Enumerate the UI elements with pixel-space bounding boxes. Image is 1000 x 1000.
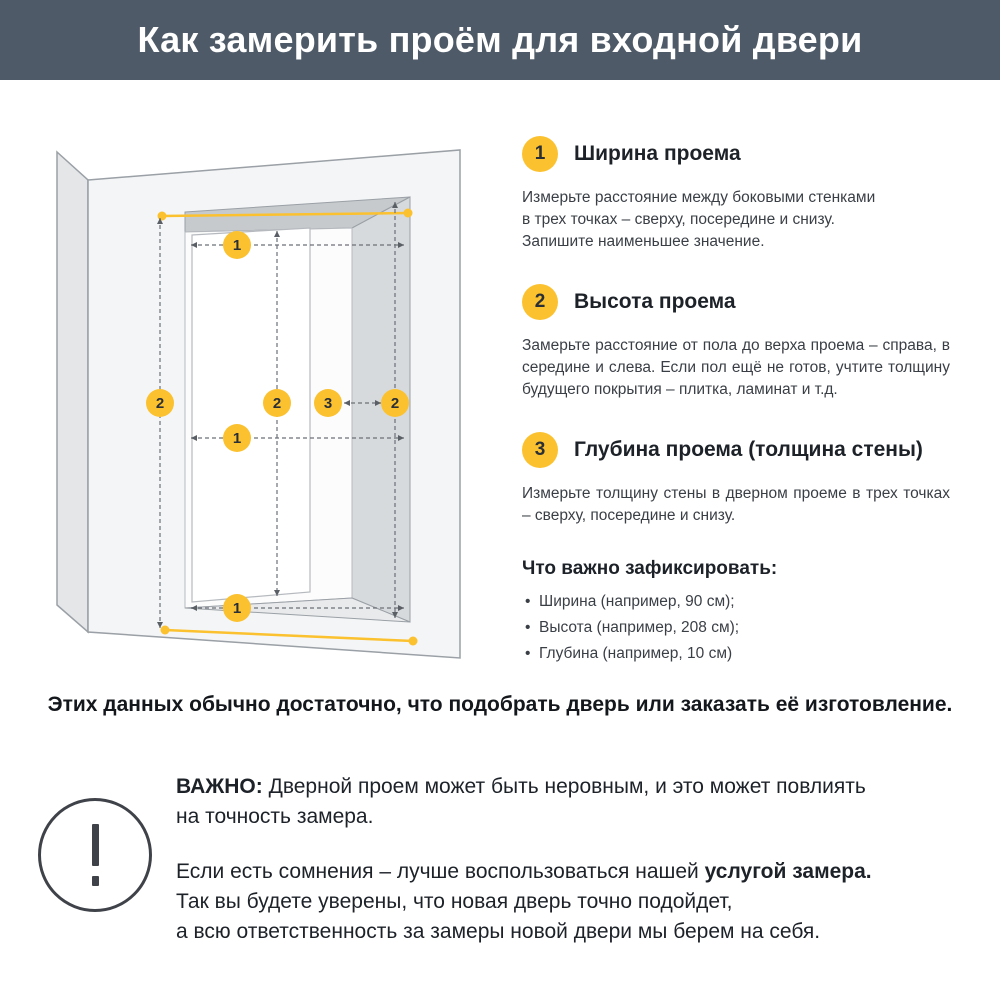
svg-text:1: 1 <box>233 600 241 617</box>
reference-lines <box>157 208 418 646</box>
door-leaf <box>191 227 311 603</box>
step-3-body: Измерьте толщину стены в дверном проеме … <box>522 485 950 524</box>
checklist-item-depth: Глубина (например, 10 см) <box>522 645 950 663</box>
step-2-header: 2 Высота проема <box>522 284 950 320</box>
important-label: ВАЖНО: <box>176 775 263 798</box>
page-title: Как замерить проём для входной двери <box>137 19 863 60</box>
step-1-body: Измерьте расстояние между боковыми стенк… <box>522 189 876 250</box>
svg-text:1: 1 <box>233 237 241 254</box>
step-2-title: Высота проема <box>574 290 736 313</box>
svg-text:2: 2 <box>156 395 164 412</box>
important-paragraph-2-bold: услугой замера. <box>704 860 872 883</box>
step-3-title: Глубина проема (толщина стены) <box>574 438 923 461</box>
svg-text:1: 1 <box>233 430 241 447</box>
checklist-title: Что важно зафиксировать: <box>522 558 778 579</box>
door-diagram-svg: 1 1 1 2 2 2 <box>56 149 461 659</box>
important-paragraph-2-pre: Если есть сомнения – лучше воспользовать… <box>176 860 705 883</box>
important-paragraph-2-rest: Так вы будете уверены, что новая дверь т… <box>176 890 821 943</box>
exclamation-bar <box>91 824 99 866</box>
width-marker: 1 <box>223 231 251 259</box>
instructions-column: 1 Ширина проема Измерьте расстояние межд… <box>522 136 950 671</box>
important-paragraph-2: Если есть сомнения – лучше воспользовать… <box>176 857 976 947</box>
checklist-item-height: Высота (например, 208 см); <box>522 619 950 637</box>
step-2-badge: 2 <box>522 284 558 320</box>
step-1-badge: 1 <box>522 136 558 172</box>
door-opening <box>184 196 411 623</box>
exclamation-icon <box>38 798 152 912</box>
width-marker: 1 <box>223 594 251 622</box>
depth-marker: 3 <box>314 389 342 417</box>
svg-text:2: 2 <box>391 395 399 412</box>
step-2-body: Замерьте расстояние от пола до верха про… <box>522 337 950 398</box>
exclamation-dot <box>91 876 99 886</box>
width-marker: 1 <box>223 424 251 452</box>
checklist-item-width: Ширина (например, 90 см); <box>522 593 950 611</box>
height-marker: 2 <box>381 389 409 417</box>
step-1-title: Ширина проема <box>574 142 741 165</box>
important-note: ВАЖНО: Дверной проем может быть неровным… <box>176 772 976 972</box>
header-bar: Как замерить проём для входной двери <box>0 0 1000 80</box>
important-paragraph-1: ВАЖНО: Дверной проем может быть неровным… <box>176 772 976 832</box>
svg-text:2: 2 <box>273 395 281 412</box>
step-1-header: 1 Ширина проема <box>522 136 950 172</box>
checklist: Ширина (например, 90 см); Высота (наприм… <box>522 593 950 663</box>
height-marker: 2 <box>146 389 174 417</box>
summary-line: Этих данных обычно достаточно, что подоб… <box>47 693 953 716</box>
important-paragraph-1-text: Дверной проем может быть неровным, и это… <box>176 775 866 828</box>
height-marker: 2 <box>263 389 291 417</box>
step-3-badge: 3 <box>522 432 558 468</box>
door-measurement-diagram: 1 1 1 2 2 2 <box>25 118 505 698</box>
step-3-header: 3 Глубина проема (толщина стены) <box>522 432 950 468</box>
svg-text:3: 3 <box>324 395 332 412</box>
